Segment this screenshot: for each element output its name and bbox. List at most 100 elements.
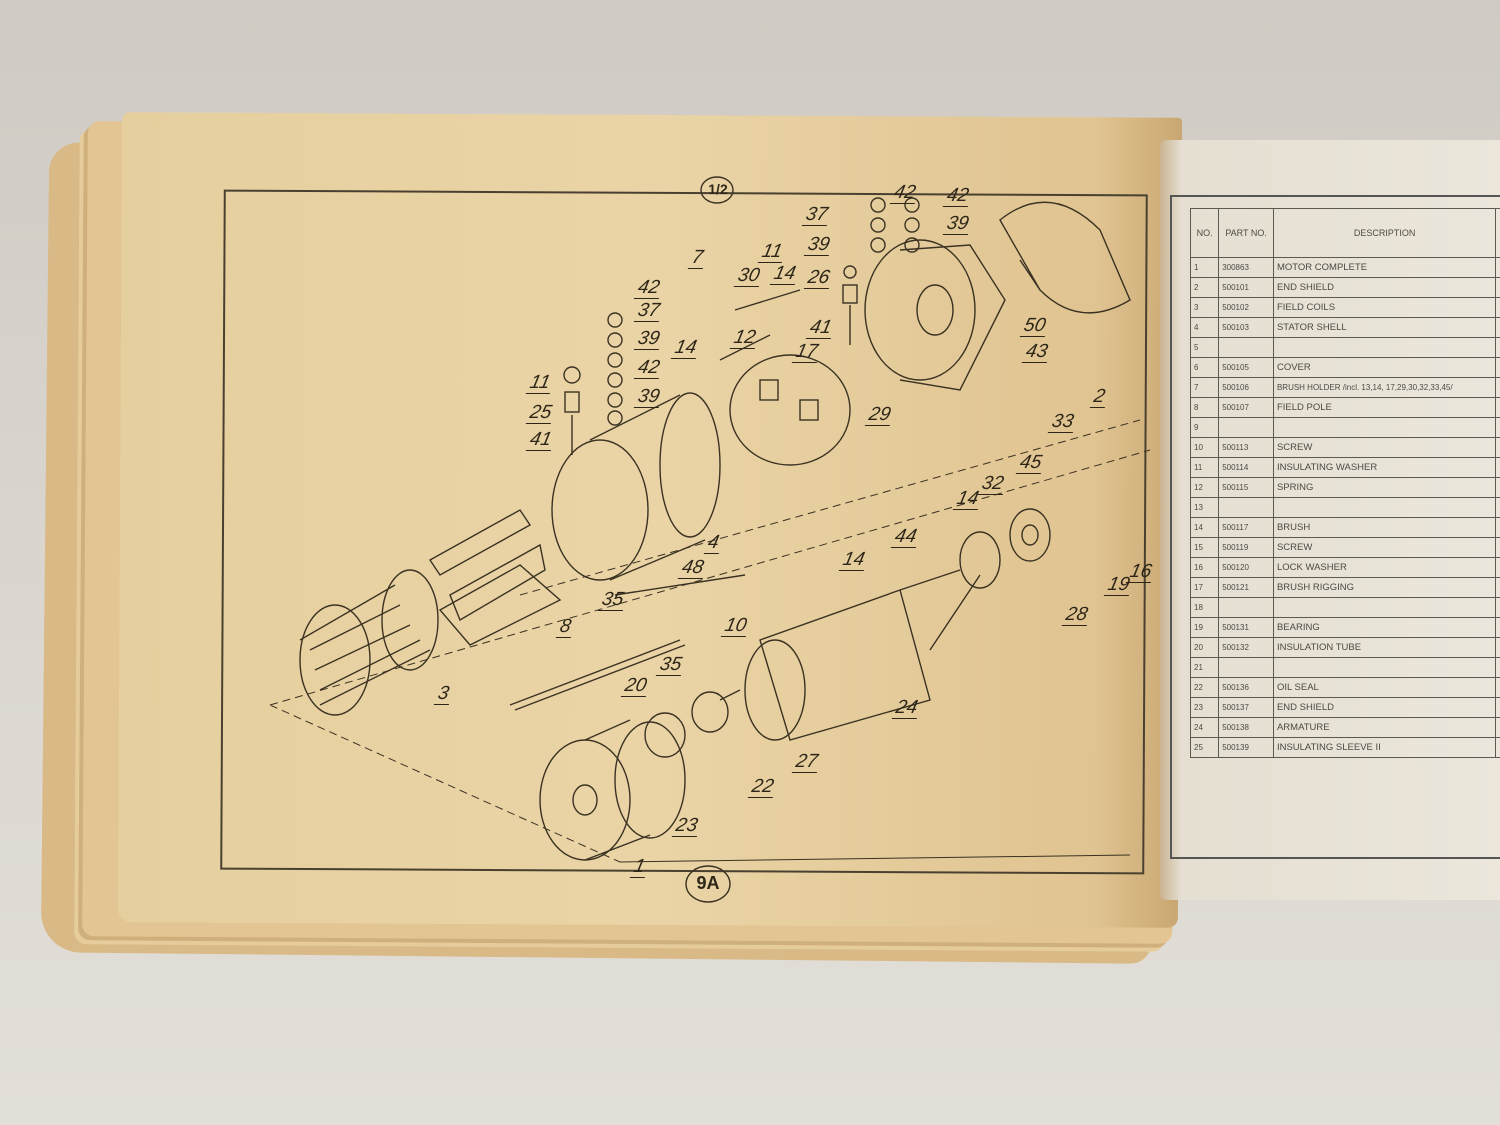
description: BEARING <box>1272 617 1497 638</box>
part-number: 500114 <box>1218 457 1274 478</box>
item-number: 22 <box>1189 677 1220 698</box>
callout-label: 26 <box>803 267 834 289</box>
end-shield-drawing <box>864 239 1006 391</box>
quantity: 2 <box>1495 437 1500 458</box>
part-number: 500137 <box>1218 697 1274 718</box>
table-row: 18 <box>1189 597 1500 618</box>
table-row: 15500119SCREW3 <box>1189 537 1500 558</box>
callout-label: 14 <box>670 337 701 359</box>
sheet-number-circle <box>700 176 734 204</box>
part-number: 500121 <box>1218 577 1274 598</box>
callout-label: 42 <box>889 182 920 204</box>
callout-label: 16 <box>1125 561 1156 583</box>
sheet-number: 1/2 <box>708 181 728 197</box>
quantity <box>1495 317 1500 338</box>
part-number: 500115 <box>1218 477 1274 498</box>
part-number: 500105 <box>1218 357 1274 378</box>
item-number: 8 <box>1189 397 1220 418</box>
table-row: 10500113SCREW2 <box>1189 437 1500 458</box>
header-description: DESCRIPTION <box>1272 208 1497 258</box>
callout-label: 11 <box>525 372 554 394</box>
description: INSULATING SLEEVE II <box>1272 737 1497 758</box>
table-row: 6500105COVER1 <box>1189 357 1500 378</box>
callout-label: 10 <box>720 615 751 637</box>
description: SCREW <box>1272 537 1497 558</box>
quantity: 4 <box>1495 397 1500 418</box>
description: END SHIELD <box>1272 277 1497 298</box>
quantity <box>1495 297 1500 318</box>
callout-label: 20 <box>620 675 651 697</box>
quantity <box>1495 277 1500 298</box>
quantity: 4 <box>1495 517 1500 538</box>
part-number: 500117 <box>1218 517 1274 538</box>
item-number: 20 <box>1189 637 1220 658</box>
item-number: 2 <box>1189 277 1220 298</box>
item-number: 19 <box>1189 617 1220 638</box>
description: BRUSH RIGGING <box>1272 577 1497 598</box>
part-number: 500106 <box>1218 377 1274 398</box>
quantity <box>1495 337 1500 358</box>
item-number: 21 <box>1189 657 1220 678</box>
quantity <box>1495 497 1500 518</box>
description: BRUSH HOLDER /incl. 13,14, 17,29,30,32,3… <box>1272 377 1497 398</box>
description: FIELD POLE <box>1272 397 1497 418</box>
item-number: 4 <box>1189 317 1220 338</box>
field-pole-drawing <box>428 509 562 646</box>
item-number: 24 <box>1189 717 1220 738</box>
field-coils-drawing <box>299 569 439 716</box>
callout-label: 44 <box>890 526 921 548</box>
callout-label: 33 <box>1047 411 1078 433</box>
description: SPRING <box>1272 477 1497 498</box>
description: INSULATION TUBE <box>1272 637 1497 658</box>
table-row: 13 <box>1189 497 1500 518</box>
description: SCREW <box>1272 437 1497 458</box>
item-number: 12 <box>1189 477 1220 498</box>
table-row: 5 <box>1189 337 1500 358</box>
callout-label: 32 <box>977 473 1008 495</box>
brush-holder-drawing <box>719 289 851 466</box>
callout-label: 24 <box>891 697 922 719</box>
part-number: 500101 <box>1218 277 1274 298</box>
item-number: 25 <box>1189 737 1220 758</box>
description: FIELD COILS <box>1272 297 1497 318</box>
part-number: 500119 <box>1218 537 1274 558</box>
description <box>1272 417 1497 438</box>
part-number: 500138 <box>1218 717 1274 738</box>
callout-label: 48 <box>677 557 708 579</box>
part-number: 500113 <box>1218 437 1274 458</box>
callout-label: 41 <box>805 317 836 339</box>
page-number-circle <box>685 865 731 903</box>
part-number <box>1218 337 1274 358</box>
table-row: 14500117BRUSH4 <box>1189 517 1500 538</box>
stator-shell-drawing <box>551 392 721 581</box>
quantity: 1 <box>1495 577 1500 598</box>
quantity: 1 <box>1495 697 1500 718</box>
description <box>1272 597 1497 618</box>
quantity <box>1495 657 1500 678</box>
callout-label: 22 <box>747 776 778 798</box>
callout-label: 39 <box>633 386 664 408</box>
callout-label: 37 <box>801 204 832 226</box>
item-number: 5 <box>1189 337 1220 358</box>
callout-label: 23 <box>671 815 702 837</box>
callout-label: 35 <box>597 589 628 611</box>
item-number: 23 <box>1189 697 1220 718</box>
item-number: 16 <box>1189 557 1220 578</box>
table-row: 9 <box>1189 417 1500 438</box>
callout-label: 50 <box>1019 315 1050 337</box>
callout-label: 14 <box>838 549 869 571</box>
quantity: 2 <box>1495 637 1500 658</box>
callout-label: 39 <box>633 328 664 350</box>
description <box>1272 497 1497 518</box>
callout-label: 17 <box>791 341 822 363</box>
item-number: 15 <box>1189 537 1220 558</box>
callout-label: 37 <box>633 300 664 322</box>
quantity: 1 <box>1495 357 1500 378</box>
